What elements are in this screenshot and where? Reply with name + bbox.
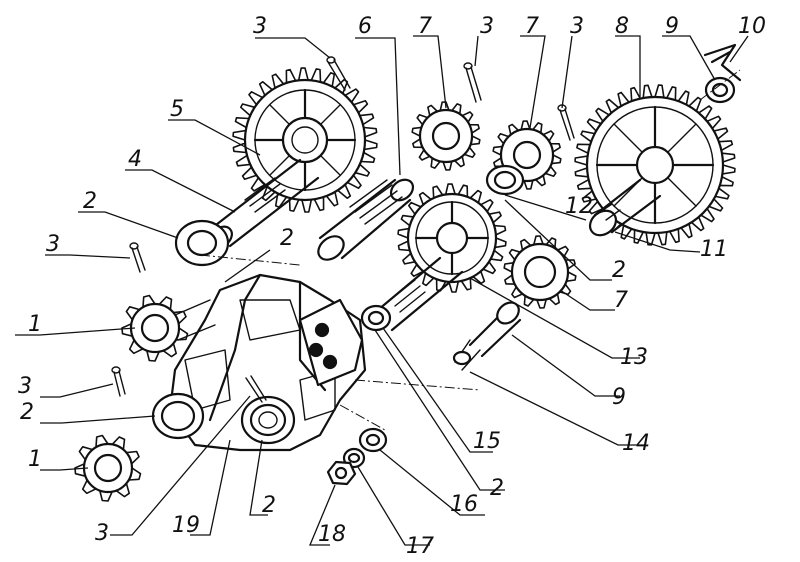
callout-16: 16 [450,492,478,517]
callout-17: 17 [406,534,434,559]
callout-5: 5 [170,97,184,122]
cotter-pin-3-top-middle [463,62,482,103]
nut-18 [326,460,357,486]
axis-lines [199,69,741,431]
axle-14 [452,301,522,371]
callout-1: 1 [28,312,42,337]
callout-4: 4 [128,147,142,172]
callout-7: 7 [525,14,539,39]
callout-3: 3 [95,521,109,546]
callout-3: 3 [570,14,584,39]
gear-7-lower-right [503,235,577,309]
gear-13 [370,183,507,332]
shaft-11 [588,178,662,237]
washer-16 [358,427,388,453]
cotter-pin-3-top-right [557,104,575,141]
cotter-pin-3-top-left [326,56,351,91]
sprocket-1-upper [121,294,216,362]
washer-2-lower-left [151,392,205,440]
washer-12 [485,164,525,196]
spring-clip-10 [703,43,742,82]
gear-8 [574,84,736,246]
washer-2-lower-center [240,395,296,445]
cotter-pin-3-left [129,242,146,273]
callout-3: 3 [480,14,494,39]
washer-2-upper [174,219,230,267]
callout-18: 18 [318,522,346,547]
washer-9-upper [704,76,736,104]
callout-9: 9 [665,14,679,39]
callout-3: 3 [46,232,60,257]
sprocket-1-lower [74,434,142,502]
callout-2: 2 [280,226,294,251]
cotter-pin-3-housing [245,375,267,403]
callout-2: 2 [612,258,626,283]
callout-2: 2 [262,493,276,518]
callout-14: 14 [622,431,650,456]
callout-12: 12 [565,194,593,219]
callout-labels: 3 6 7 3 7 3 8 9 10 5 4 12 2 11 3 2 2 1 7… [18,14,766,559]
callout-3: 3 [253,14,267,39]
callout-1: 1 [28,447,42,472]
callout-11: 11 [700,237,728,262]
gear-5 [232,67,378,213]
callout-10: 10 [738,14,766,39]
shaft-6 [317,178,415,261]
callout-7: 7 [614,288,628,313]
callout-19: 19 [172,513,200,538]
callout-2: 2 [490,476,504,501]
callout-7: 7 [418,14,432,39]
cotter-pin-3-lower-left [111,366,126,397]
housing-19 [168,273,367,452]
leader-lines [15,35,749,546]
callout-2: 2 [20,400,34,425]
callout-6: 6 [358,14,372,39]
callout-13: 13 [620,345,648,370]
callout-8: 8 [615,14,629,39]
callout-9: 9 [612,385,626,410]
washer-2-middle [360,304,392,332]
callout-2: 2 [83,189,97,214]
gear-7-top-middle [411,101,481,171]
callout-3: 3 [18,374,32,399]
callout-15: 15 [473,429,501,454]
